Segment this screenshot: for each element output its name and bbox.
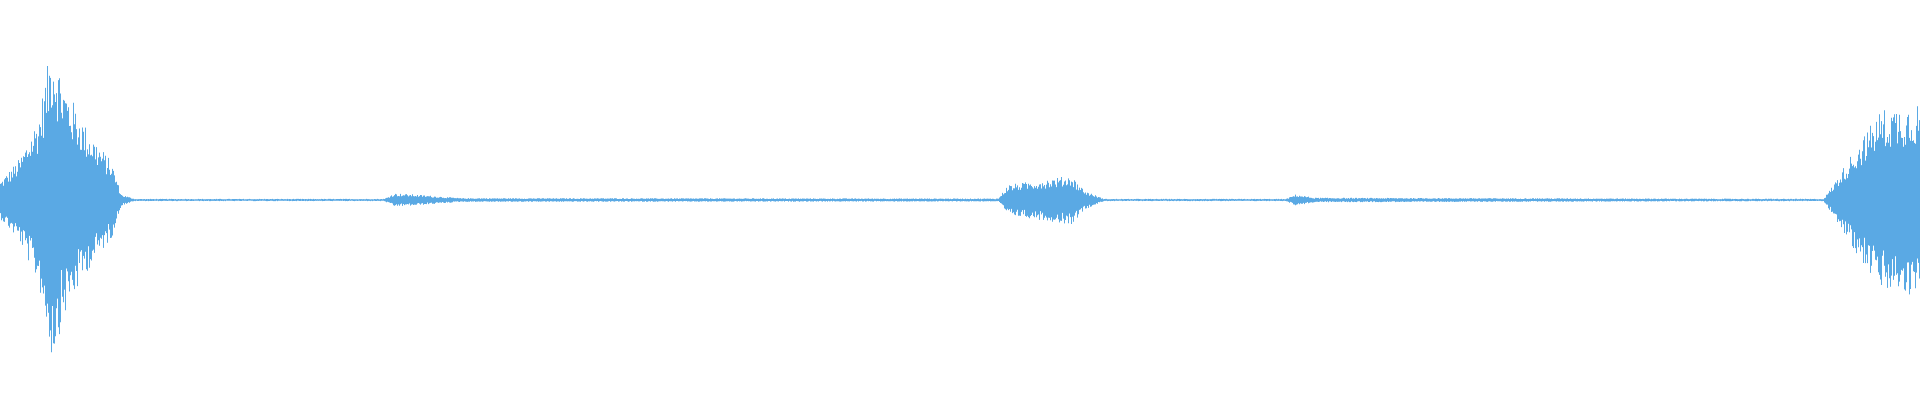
waveform-samples	[0, 66, 1920, 353]
